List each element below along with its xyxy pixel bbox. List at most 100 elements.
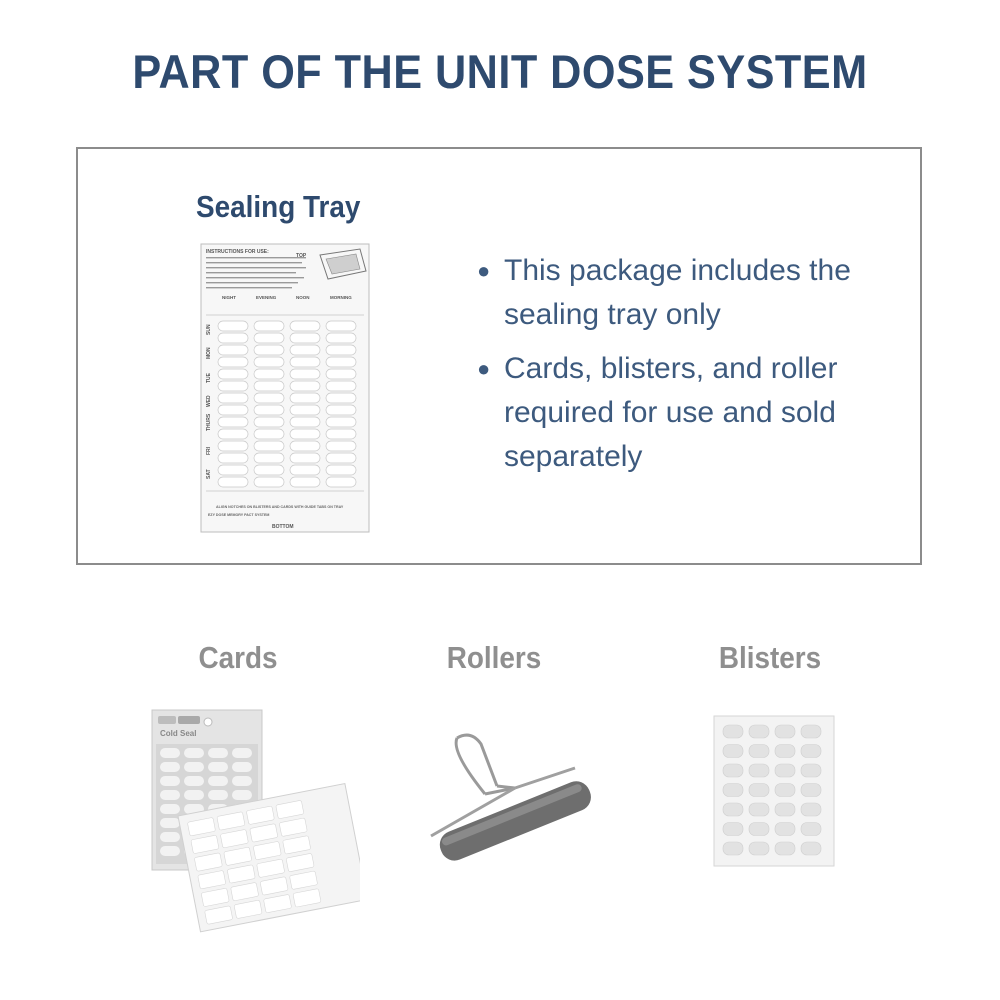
tray-column-evening: EVENING <box>256 295 277 300</box>
tray-cell <box>325 428 357 440</box>
blister-cell <box>748 783 770 797</box>
tray-cell <box>289 380 321 392</box>
tray-cell <box>253 332 285 344</box>
tray-day-label: WED <box>206 395 212 407</box>
tray-column-night: NIGHT <box>222 295 236 300</box>
blister-cell <box>748 822 770 836</box>
card-cell <box>201 888 230 907</box>
bullet-dot-icon: ● <box>477 356 491 381</box>
card-cell <box>160 776 180 786</box>
blister-cell <box>800 783 822 797</box>
tray-cell <box>217 380 249 392</box>
blisters-image <box>713 715 835 867</box>
rollers-title: Rollers <box>446 640 542 675</box>
bullet-item: ●This package includes the sealing tray … <box>474 249 904 337</box>
tray-cell <box>325 380 357 392</box>
blister-cell <box>800 822 822 836</box>
tray-cell <box>325 416 357 428</box>
tray-instructions-label: INSTRUCTIONS FOR USE: <box>206 249 269 255</box>
tray-cell <box>289 464 321 476</box>
blister-cell <box>748 802 770 817</box>
card-cell <box>286 853 315 872</box>
card-cell <box>282 835 311 855</box>
blister-cell <box>774 744 796 758</box>
blister-cell <box>800 744 822 758</box>
blister-cell <box>774 724 796 739</box>
tray-cell <box>289 392 321 404</box>
card-cell <box>232 748 252 758</box>
card-cell <box>187 817 216 837</box>
tray-cell <box>325 464 357 476</box>
card-cell <box>230 882 259 901</box>
tray-brand-line: EZY DOSE MEMORY PACT SYSTEM <box>208 513 269 517</box>
tray-cell <box>253 320 285 332</box>
tray-day-label: SAT <box>206 469 212 479</box>
card-cell <box>263 894 292 913</box>
tray-bottom-label: BOTTOM <box>272 524 294 530</box>
tray-cell <box>253 440 285 452</box>
card-cell <box>234 900 263 919</box>
tray-day-label: THURS <box>206 413 212 431</box>
sealing-tray-image: INSTRUCTIONS FOR USE: TOP NIGHT EVENING … <box>200 243 370 533</box>
card-cell <box>160 762 180 772</box>
tray-cell <box>289 428 321 440</box>
bullet-text: This package includes the sealing tray o… <box>504 254 851 331</box>
tray-cell <box>217 356 249 368</box>
card-cell <box>223 847 252 866</box>
card-cell <box>279 817 308 837</box>
card-cell <box>208 748 228 758</box>
card-cell <box>289 870 318 890</box>
tray-cell <box>325 332 357 344</box>
tray-cell <box>325 392 357 404</box>
blister-cell <box>722 724 744 739</box>
blisters-title: Blisters <box>718 640 822 675</box>
card-cell <box>208 762 228 772</box>
card-cell <box>184 762 204 772</box>
tray-cell <box>217 404 249 416</box>
tray-cell <box>325 452 357 464</box>
card-cell <box>160 804 180 814</box>
tray-cell <box>217 476 249 488</box>
tray-day-label: FRI <box>206 446 212 455</box>
blister-cell <box>774 763 796 778</box>
tray-day-label: TUE <box>206 372 212 383</box>
tray-cell <box>253 452 285 464</box>
card-cell <box>232 776 252 786</box>
blister-cell <box>800 802 822 817</box>
tray-cell <box>289 356 321 368</box>
tray-cell <box>217 368 249 380</box>
tray-cell <box>253 404 285 416</box>
card-cell <box>249 823 278 843</box>
card-cell <box>184 790 204 800</box>
card-cell <box>160 818 180 828</box>
tray-cell <box>325 368 357 380</box>
bullet-text: Cards, blisters, and roller required for… <box>504 352 838 473</box>
tray-cell <box>217 392 249 404</box>
tray-cell <box>325 356 357 368</box>
blister-cell <box>800 841 822 856</box>
tray-cell <box>217 416 249 428</box>
bullet-item: ● Cards, blisters, and roller required fo… <box>474 347 904 479</box>
tray-column-noon: NOON <box>296 295 310 300</box>
cards-title: Cards <box>198 640 278 675</box>
blister-cell <box>722 783 744 797</box>
tray-cell <box>217 344 249 356</box>
card-cell <box>232 790 252 800</box>
card-cell <box>184 776 204 786</box>
tray-cell <box>325 404 357 416</box>
card-cell <box>216 811 245 831</box>
tray-cell <box>253 392 285 404</box>
blister-cell <box>800 724 822 739</box>
blister-cell <box>774 822 796 836</box>
card-cell <box>190 835 219 854</box>
tray-cell <box>253 380 285 392</box>
tray-cell <box>289 440 321 452</box>
page-headline: PART OF THE UNIT DOSE SYSTEM <box>132 45 868 98</box>
sealing-tray-title: Sealing Tray <box>196 189 361 224</box>
tray-cell <box>253 428 285 440</box>
tray-cell-grid <box>217 320 357 488</box>
tray-cell <box>289 416 321 428</box>
blister-cell <box>800 763 822 778</box>
blister-cell <box>774 841 796 856</box>
blister-cell <box>748 724 770 739</box>
